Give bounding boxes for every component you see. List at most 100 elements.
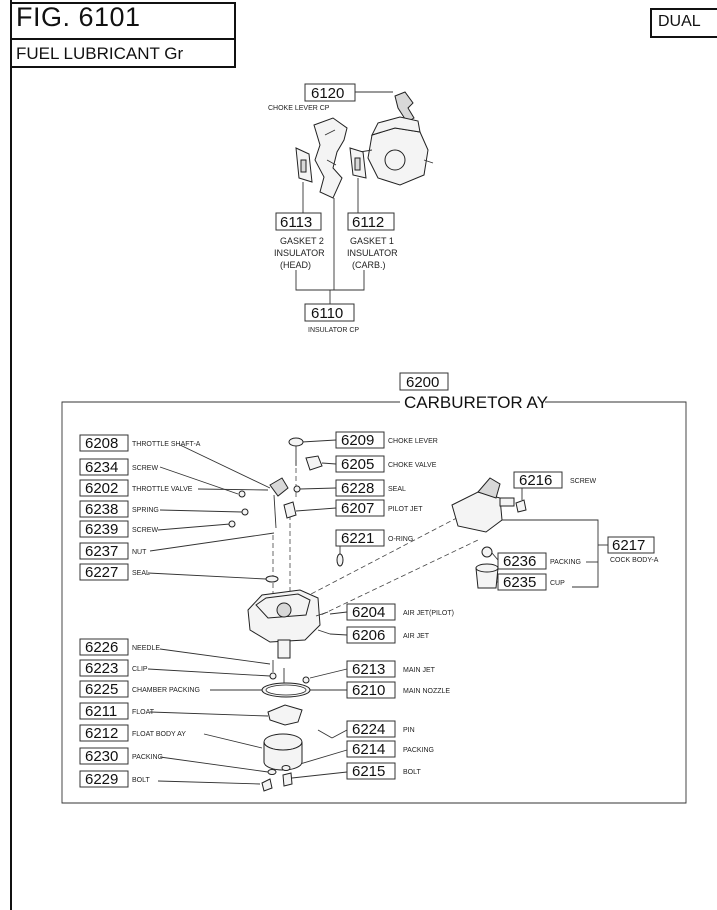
part-name: AIR JET <box>403 633 430 640</box>
part-name: SEAL <box>132 570 150 577</box>
part-number: 6230 <box>85 748 118 765</box>
part-name: MAIN NOZZLE <box>403 688 450 695</box>
svg-text:6110: 6110 <box>311 305 343 322</box>
callout-6120: 6120 CHOKE LEVER CP <box>268 83 393 112</box>
variant-tag-box <box>650 8 717 38</box>
part-number: 6234 <box>85 459 118 476</box>
callout-6207: 6207 PILOT JET <box>295 499 423 517</box>
page-border <box>10 0 12 910</box>
callout-6210: 6210 MAIN NOZZLE <box>290 681 450 699</box>
callout-6217: 6217 COCK BODY-A <box>500 519 659 588</box>
part-name: O-RING <box>388 536 413 543</box>
part-number: 6205 <box>341 456 374 473</box>
part-name: AIR JET(PILOT) <box>403 610 454 617</box>
part-number: 6225 <box>85 681 118 698</box>
callout-6208: 6208 THROTTLE SHAFT-A <box>79 434 271 489</box>
callout-6225: 6225 CHAMBER PACKING <box>79 680 262 698</box>
part-name: PILOT JET <box>388 506 423 513</box>
svg-text:INSULATOR CP: INSULATOR CP <box>308 327 359 334</box>
callout-6230: 6230 PACKING <box>79 747 269 773</box>
svg-text:CHOKE LEVER CP: CHOKE LEVER CP <box>268 105 330 112</box>
callout-6224: 6224 PIN <box>331 720 415 739</box>
callout-6234: 6234 SCREW <box>79 458 239 495</box>
part-number: 6215 <box>352 763 385 780</box>
variant-tag: DUAL <box>658 13 701 30</box>
svg-text:COCK BODY-A: COCK BODY-A <box>610 557 659 564</box>
part-number: 6227 <box>85 564 118 581</box>
part-name: THROTTLE SHAFT-A <box>132 441 201 448</box>
svg-text:(HEAD): (HEAD) <box>280 260 311 270</box>
svg-text:GASKET 1: GASKET 1 <box>350 236 394 246</box>
part-number: 6210 <box>352 682 385 699</box>
callout-6213: 6213 MAIN JET <box>309 660 436 679</box>
part-name: BOLT <box>132 777 150 784</box>
svg-text:6112: 6112 <box>352 214 384 231</box>
part-name: SCREW <box>132 527 158 534</box>
assembly-frame <box>61 401 687 804</box>
part-number: 6229 <box>85 771 118 788</box>
callout-6204: 6204 AIR JET(PILOT) <box>329 603 454 621</box>
part-number: 6235 <box>503 574 536 591</box>
part-number: 6224 <box>352 721 385 738</box>
part-name: SCREW <box>570 478 596 485</box>
part-number: 6207 <box>341 500 374 517</box>
part-number: 6223 <box>85 660 118 677</box>
part-name: BOLT <box>403 769 421 776</box>
part-number: 6228 <box>341 480 374 497</box>
gasket2-part <box>295 147 313 183</box>
callout-6212: 6212 FLOAT BODY AY <box>79 724 263 749</box>
callout-6238: 6238 SPRING <box>79 500 243 518</box>
part-name: CHAMBER PACKING <box>132 687 200 694</box>
part-number: 6209 <box>341 432 374 449</box>
gasket1-part <box>349 147 367 179</box>
part-number: 6239 <box>85 521 118 538</box>
part-name: MAIN JET <box>403 667 436 674</box>
svg-text:6200: 6200 <box>406 374 439 391</box>
part-number: 6236 <box>503 553 536 570</box>
insulator-part <box>313 117 348 199</box>
part-name: FLOAT BODY AY <box>132 731 186 738</box>
part-name: SCREW <box>132 465 158 472</box>
callout-6110: 6110 INSULATOR CP <box>295 198 365 334</box>
part-number: 6212 <box>85 725 118 742</box>
callout-6215: 6215 BOLT <box>291 762 421 780</box>
part-number: 6213 <box>352 661 385 678</box>
svg-text:INSULATOR: INSULATOR <box>274 248 325 258</box>
svg-text:CARBURETOR AY: CARBURETOR AY <box>404 393 548 412</box>
svg-text:6113: 6113 <box>280 214 312 231</box>
part-name: PIN <box>403 727 415 734</box>
svg-text:6120: 6120 <box>311 85 344 102</box>
carburetor-body <box>228 437 479 792</box>
callout-6239: 6239 SCREW <box>79 520 231 538</box>
part-number: 6216 <box>519 472 552 489</box>
part-number: 6204 <box>352 604 385 621</box>
part-name: SPRING <box>132 507 159 514</box>
part-name: CHOKE VALVE <box>388 462 437 469</box>
part-number: 6211 <box>85 703 117 720</box>
carburetor-assembly-header: 6200 CARBURETOR AY <box>399 372 548 412</box>
callout-6227: 6227 SEAL <box>79 563 267 581</box>
part-name: PACKING <box>132 754 163 761</box>
callout-6216: 6216 SCREW <box>513 471 596 500</box>
part-number: 6214 <box>352 741 385 758</box>
fuel-cock <box>451 477 527 589</box>
part-number: 6238 <box>85 501 118 518</box>
callout-6229: 6229 BOLT <box>79 770 261 788</box>
callout-6113: 6113 GASKET 2 INSULATOR (HEAD) <box>274 182 325 270</box>
part-number: 6208 <box>85 435 118 452</box>
part-name: THROTTLE VALVE <box>132 486 193 493</box>
